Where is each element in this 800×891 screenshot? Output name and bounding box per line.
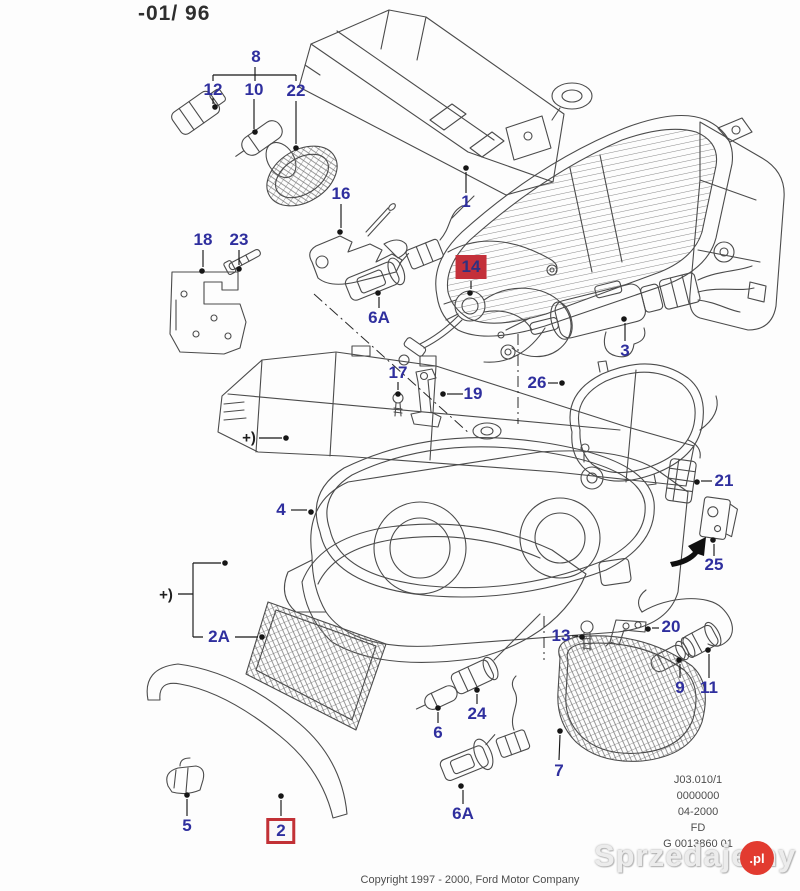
part-3-leveling-motor-drawing xyxy=(497,265,755,358)
part-26-trim-ring-drawing xyxy=(569,360,718,486)
part-1-headlamp-drawing xyxy=(435,82,785,363)
callout-16[interactable]: 16 xyxy=(331,184,351,203)
part-2a-lens-drawing xyxy=(245,601,387,731)
part-19-bracket-drawing xyxy=(410,368,442,428)
watermark-pl-badge: .pl xyxy=(740,841,774,875)
callout-21[interactable]: 21 xyxy=(714,471,734,490)
plate-line-date: 04-2000 xyxy=(677,806,719,818)
plate-info: J03.010/1 0000000 04-2000 FD G 0013860 0… xyxy=(638,772,758,852)
part-2-gasket-drawing xyxy=(146,663,348,819)
part-25-clip-drawing xyxy=(699,496,739,540)
callout-24[interactable]: 24 xyxy=(467,704,487,723)
arrow-25 xyxy=(670,537,706,567)
callout-6a-upper[interactable]: 6A xyxy=(368,308,390,327)
callout-1[interactable]: 1 xyxy=(461,192,471,211)
callout-19[interactable]: 19 xyxy=(463,384,483,403)
part-11-holder-drawing xyxy=(680,621,722,658)
callout-2-boxed[interactable]: 2 xyxy=(266,818,296,844)
part-16-actuator-drawing xyxy=(309,203,408,285)
callout-14-selected[interactable]: 14 xyxy=(455,255,487,279)
part-24-holder-drawing xyxy=(450,613,541,695)
callout-10[interactable]: 10 xyxy=(244,80,264,99)
callout-11[interactable]: 11 xyxy=(700,678,718,697)
axis-lines xyxy=(313,293,545,660)
callout-20[interactable]: 20 xyxy=(661,617,681,636)
connector-drawing xyxy=(405,195,558,276)
copyright-text: Copyright 1997 - 2000, Ford Motor Compan… xyxy=(360,874,580,886)
callout-13[interactable]: 13 xyxy=(551,626,571,645)
callout-plus-upper: +) xyxy=(242,429,256,447)
leader-lines xyxy=(178,67,716,816)
callout-7[interactable]: 7 xyxy=(554,761,564,780)
callout-23[interactable]: 23 xyxy=(229,230,249,249)
callout-9[interactable]: 9 xyxy=(675,678,685,697)
callout-12[interactable]: 12 xyxy=(203,80,223,99)
revision-label: -01/ 96 xyxy=(138,2,211,25)
connector-lower-drawing xyxy=(495,675,531,758)
callout-6a-lower[interactable]: 6A xyxy=(452,804,474,823)
part-23-screw-drawing xyxy=(223,248,261,276)
plate-line-serial: 0000000 xyxy=(676,790,720,802)
part-support-beam-drawing xyxy=(298,9,565,196)
callout-5[interactable]: 5 xyxy=(182,816,192,835)
callout-6[interactable]: 6 xyxy=(433,723,443,742)
part-21-connector-drawing xyxy=(665,458,697,504)
part-6-bulb-drawing xyxy=(415,685,458,710)
part-7-corner-lamp-drawing xyxy=(557,635,706,762)
plate-line-drawing-number: J03.010/1 xyxy=(673,774,723,786)
callout-26[interactable]: 26 xyxy=(527,373,547,392)
callout-4[interactable]: 4 xyxy=(276,500,286,519)
plate-line-code: FD xyxy=(690,822,706,834)
callout-3[interactable]: 3 xyxy=(620,341,630,360)
part-4-seal-drawing xyxy=(315,437,655,598)
part-18-bracket-drawing xyxy=(169,271,247,355)
part-5-clip-drawing xyxy=(166,757,205,795)
callout-18[interactable]: 18 xyxy=(193,230,213,249)
plate-line-gnumber: G 0013860 01 xyxy=(663,838,733,850)
part-22-side-marker-lamp-drawing xyxy=(265,141,338,207)
callout-17[interactable]: 17 xyxy=(388,363,408,382)
part-6a-lower-bulb-drawing xyxy=(439,734,496,782)
callout-25[interactable]: 25 xyxy=(704,555,724,574)
part-10-bulb-drawing xyxy=(235,120,283,157)
callout-8[interactable]: 8 xyxy=(251,47,261,66)
callout-2a[interactable]: 2A xyxy=(208,627,230,646)
callout-22[interactable]: 22 xyxy=(286,81,306,100)
callout-plus-lower: +) xyxy=(159,586,173,604)
